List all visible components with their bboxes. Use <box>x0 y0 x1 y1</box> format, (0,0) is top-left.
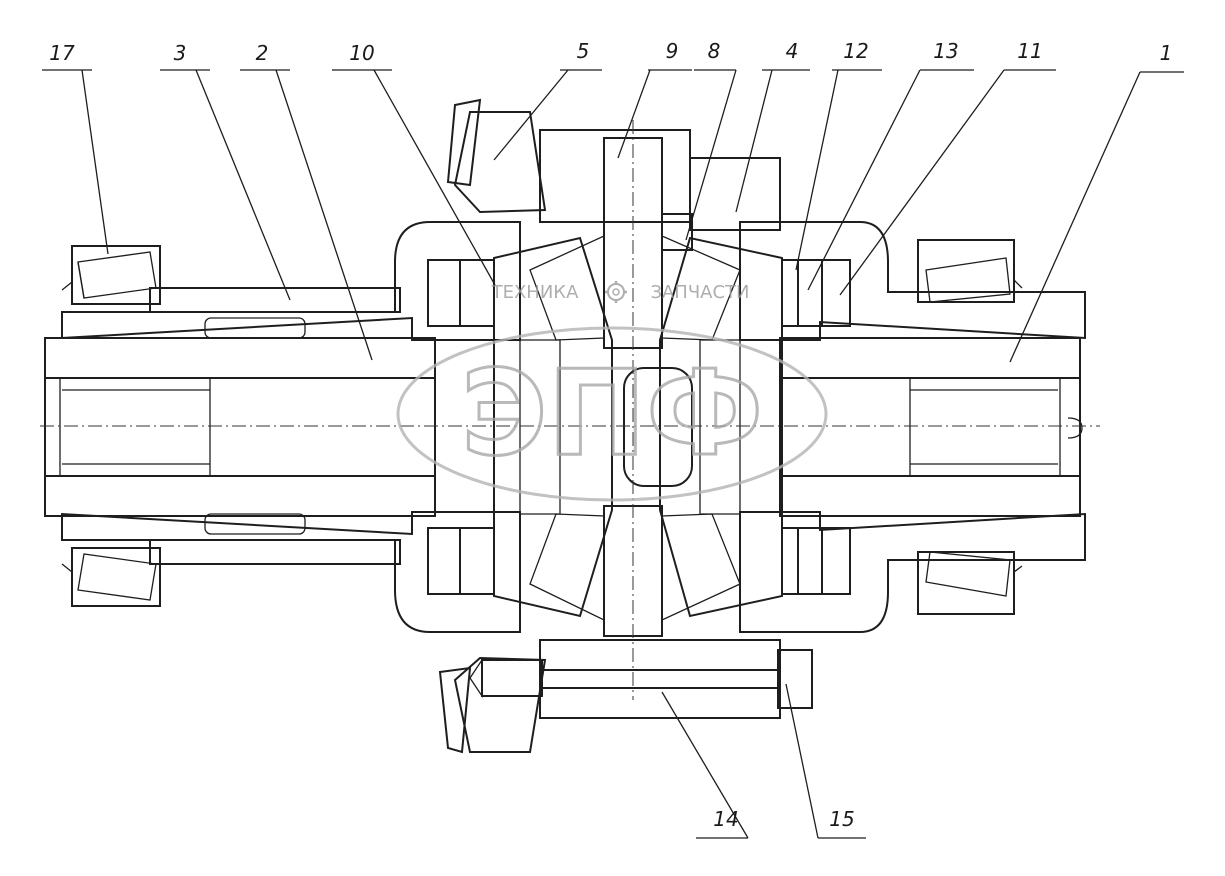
housing-left <box>61 221 521 633</box>
watermark-right-text: ЗАПЧАСТИ <box>650 282 749 303</box>
housing-right <box>739 221 1086 633</box>
watermark: ЭПФ ТЕХНИКА ЗАПЧАСТИ <box>396 281 828 502</box>
watermark-left-text: ТЕХНИКА <box>491 282 579 303</box>
svg-text:12: 12 <box>843 39 868 63</box>
callout-5: 5 <box>493 39 602 161</box>
pinion-gears <box>529 234 741 622</box>
callout-12: 12 <box>795 39 882 271</box>
svg-text:4: 4 <box>786 39 799 63</box>
callout-8: 8 <box>685 39 737 241</box>
svg-text:15: 15 <box>829 807 854 831</box>
left-axle-shaft <box>44 337 436 517</box>
gear-icon <box>605 281 627 303</box>
watermark-logo: ЭПФ <box>461 344 763 482</box>
callout-3: 3 <box>160 41 291 301</box>
ring-gear-top <box>446 98 781 231</box>
svg-text:5: 5 <box>577 39 590 63</box>
svg-text:3: 3 <box>174 41 187 65</box>
callout-2: 2 <box>240 41 373 361</box>
svg-text:1: 1 <box>1160 41 1173 65</box>
callout-4: 4 <box>735 39 810 213</box>
callout-1: 1 <box>1009 41 1184 363</box>
callout-9: 9 <box>617 39 692 159</box>
svg-text:11: 11 <box>1017 39 1042 63</box>
svg-text:17: 17 <box>49 41 75 65</box>
left-bearing-bottom <box>61 547 161 607</box>
right-bearing-bottom <box>917 551 1023 615</box>
callout-14: 14 <box>661 691 749 839</box>
callout-11: 11 <box>839 39 1056 296</box>
thrust-washers-right <box>781 259 851 595</box>
svg-text:9: 9 <box>666 39 679 63</box>
right-bearing-top <box>917 239 1023 303</box>
callout-13: 13 <box>807 39 974 291</box>
svg-text:2: 2 <box>256 41 269 65</box>
right-axle-shaft <box>779 337 1083 517</box>
callout-15: 15 <box>785 683 866 839</box>
left-bearing-top <box>61 245 161 305</box>
bolt <box>469 649 813 709</box>
callout-17: 17 <box>42 41 109 255</box>
svg-text:14: 14 <box>713 807 738 831</box>
svg-text:13: 13 <box>933 39 958 63</box>
svg-text:10: 10 <box>349 41 374 65</box>
svg-text:8: 8 <box>708 39 721 63</box>
callout-10: 10 <box>332 41 496 286</box>
